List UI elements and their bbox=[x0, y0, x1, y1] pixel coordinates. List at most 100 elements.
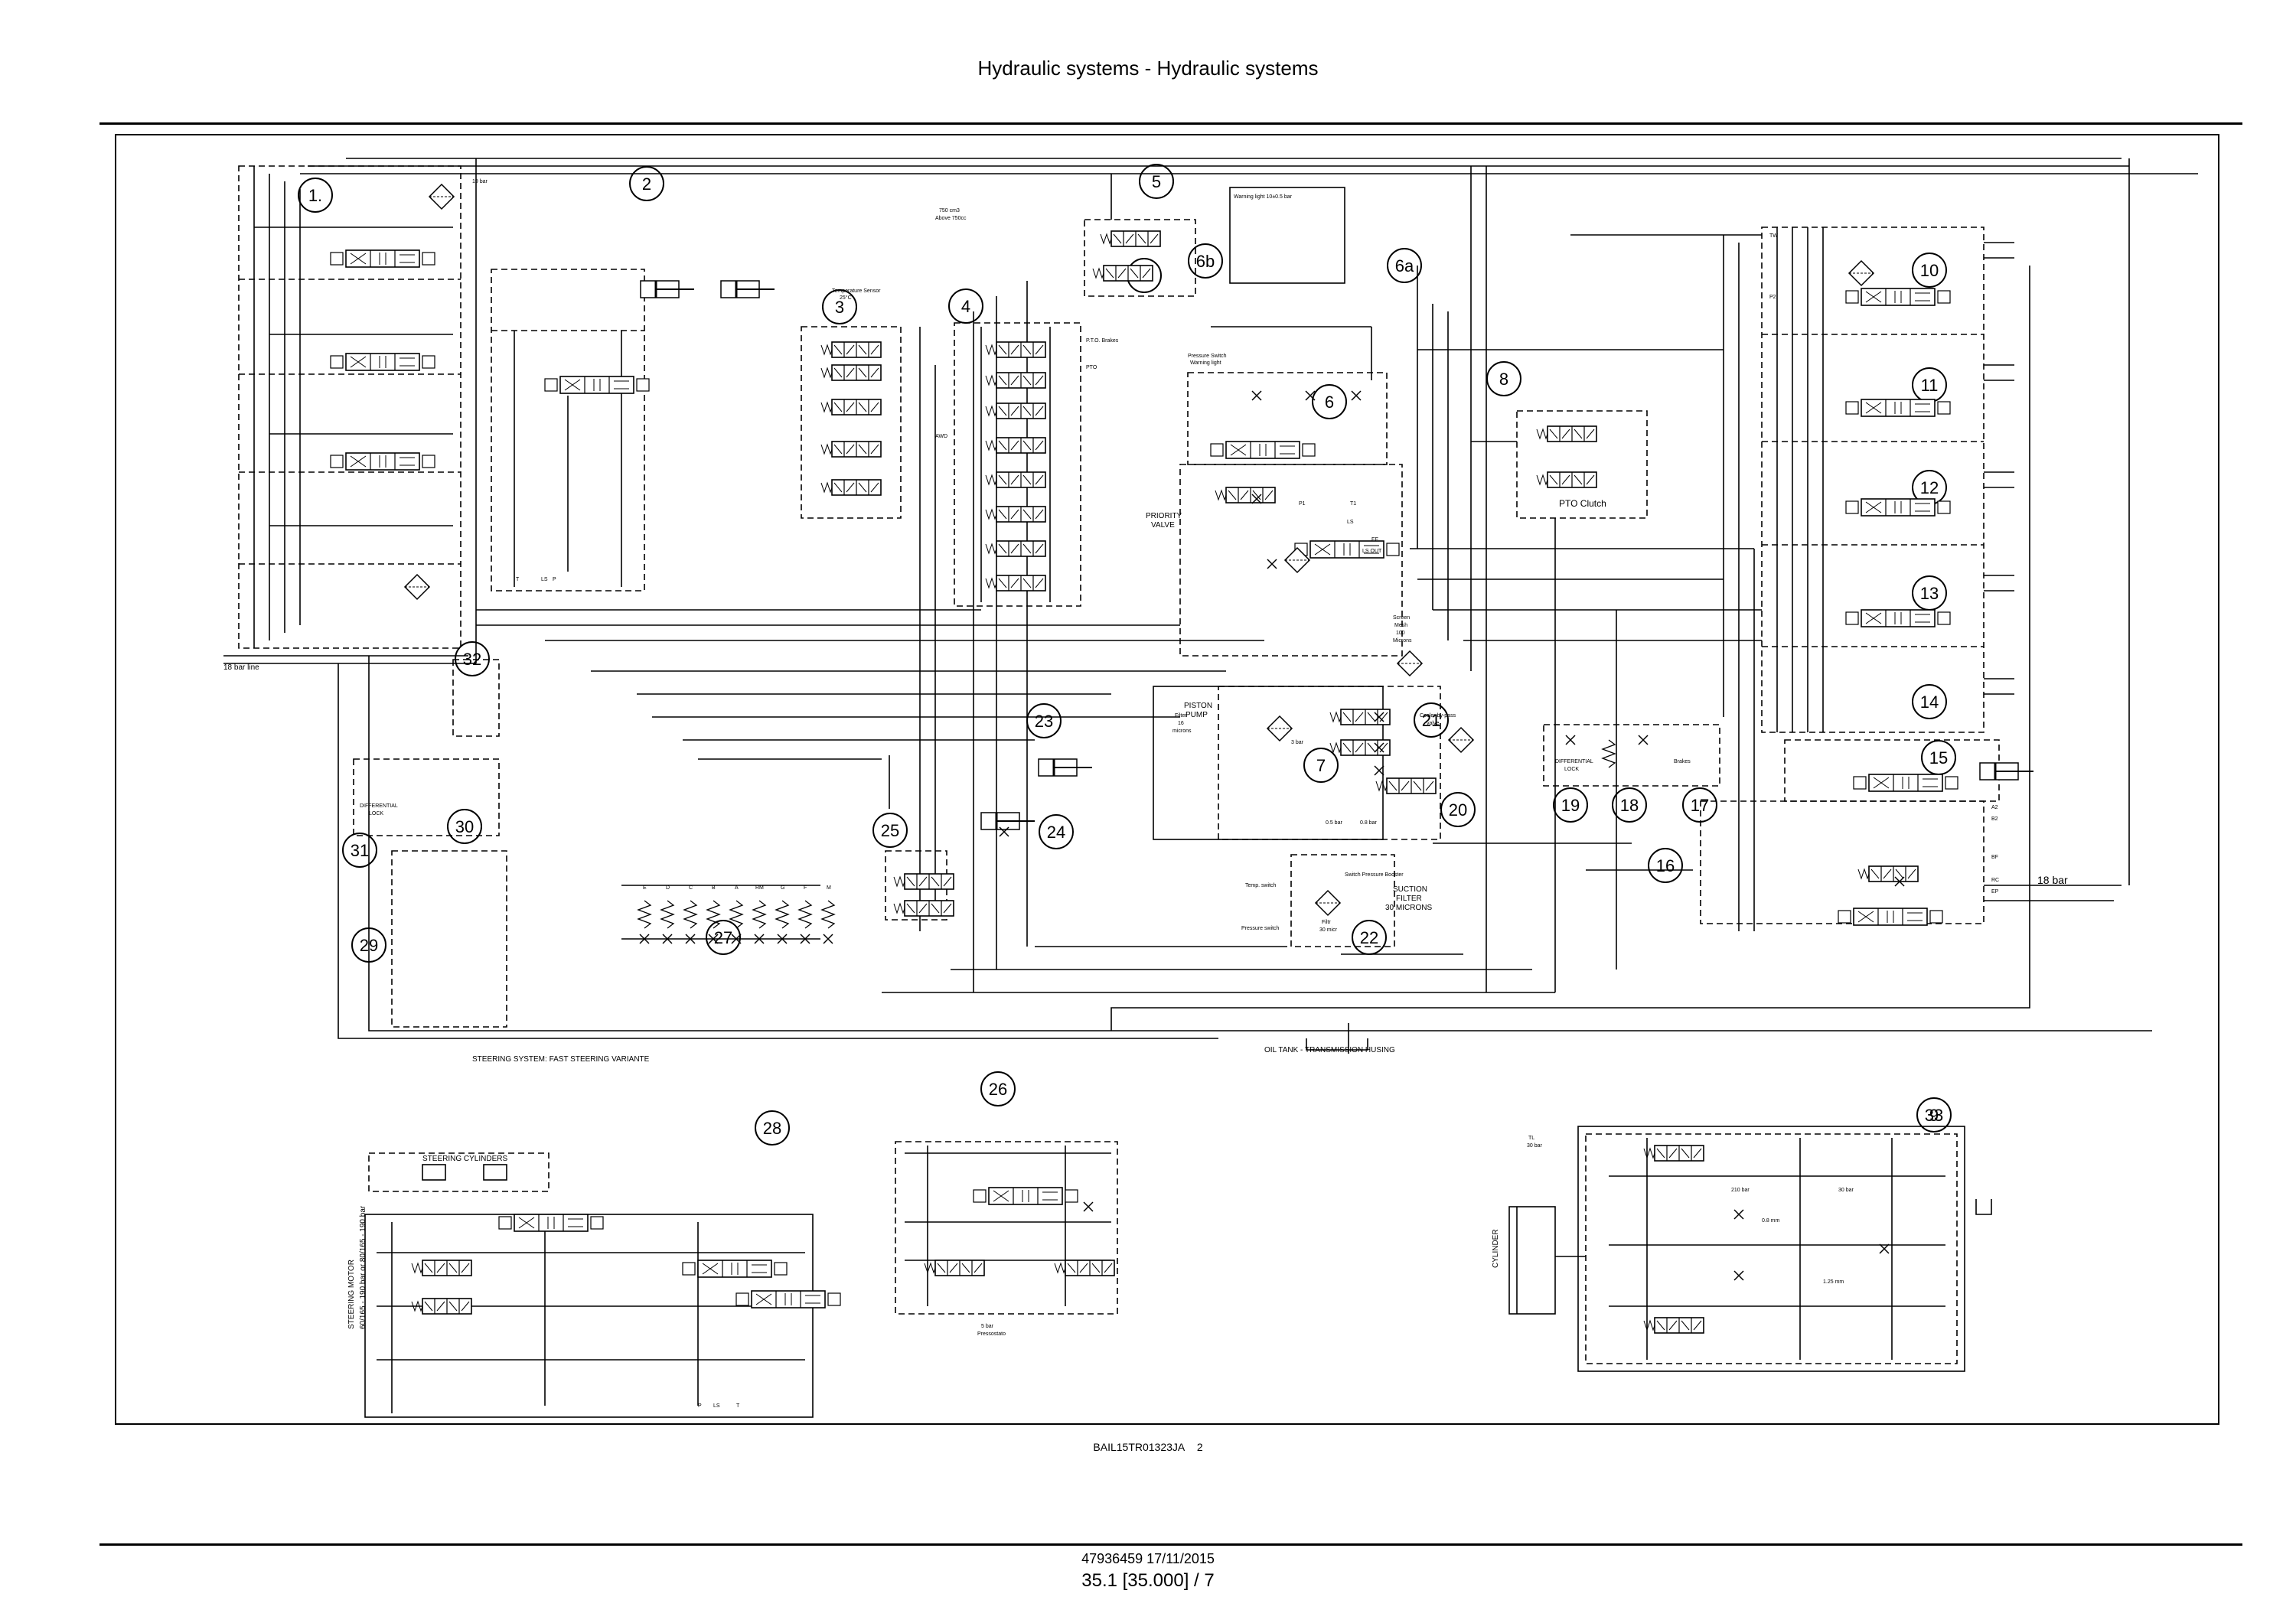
figure-caption: BAIL15TR01323JA 2 bbox=[0, 1441, 2296, 1453]
label-tank-above: Above 750cc bbox=[935, 216, 967, 221]
label-warning-light: Warning light bbox=[1190, 360, 1221, 366]
callout-20: 20 bbox=[1449, 800, 1467, 820]
label-screen: Screen bbox=[1393, 615, 1410, 621]
label-lock-2: LOCK bbox=[1564, 767, 1579, 772]
caption-code: BAIL15TR01323JA bbox=[1093, 1441, 1186, 1453]
label-pump: PUMP bbox=[1186, 711, 1208, 719]
callout-7: 7 bbox=[1316, 756, 1326, 775]
label-g: G bbox=[781, 885, 784, 891]
label-microns-3: microns bbox=[1172, 728, 1192, 734]
label-30-microns: 30 MICRONS bbox=[1385, 904, 1432, 912]
callout-numbers: 1. 2 3 4 5 6 6a 6b 7 8 9 10 11 12 13 14 … bbox=[308, 172, 1948, 1138]
label-30-bar: 30 bar bbox=[1527, 1143, 1543, 1149]
label-pto-brakes: P.T.O. Brakes bbox=[1086, 338, 1119, 344]
callout-21: 21 bbox=[1422, 711, 1440, 730]
label-t1: T1 bbox=[1350, 501, 1356, 507]
label-5-bar: 5 bar bbox=[981, 1324, 994, 1329]
label-t-lower: T bbox=[736, 1403, 740, 1409]
label-ls: LS bbox=[541, 577, 548, 582]
label-p: P bbox=[553, 577, 556, 582]
label-differential-2: DIFFERENTIAL bbox=[1555, 759, 1593, 764]
label-mesh-value: 100 bbox=[1396, 631, 1405, 636]
label-e: E bbox=[643, 885, 647, 891]
callout-1: 1. bbox=[308, 186, 322, 205]
label-c: C bbox=[689, 885, 693, 891]
label-temp-switch: Temp. switch bbox=[1245, 883, 1277, 888]
label-cooler: Cooler by-pass bbox=[1420, 713, 1456, 719]
label-0-8-bar: 0.8 bar bbox=[1360, 820, 1377, 826]
callout-4: 4 bbox=[961, 297, 970, 316]
callout-13: 13 bbox=[1920, 584, 1939, 603]
callout-25: 25 bbox=[881, 821, 899, 840]
label-suction: SUCTION bbox=[1393, 885, 1427, 894]
label-18-bar: 18 bar bbox=[2037, 874, 2068, 886]
label-p1: P1 bbox=[1299, 501, 1306, 507]
label-d: D bbox=[666, 885, 670, 891]
callout-28: 28 bbox=[763, 1119, 781, 1138]
label-b: B bbox=[712, 885, 716, 891]
callout-14: 14 bbox=[1920, 693, 1939, 712]
label-3-bar: 3 bar bbox=[1291, 740, 1304, 745]
label-pto-clutch: PTO Clutch bbox=[1559, 498, 1606, 509]
label-tl: TL bbox=[1528, 1136, 1534, 1141]
callout-6b: 6b bbox=[1196, 252, 1215, 271]
label-filter-small: Filter bbox=[1175, 713, 1187, 719]
callout-17: 17 bbox=[1691, 796, 1709, 815]
label-rm: RM bbox=[755, 885, 764, 891]
label-0-8-mm: 0.8 mm bbox=[1762, 1218, 1780, 1224]
label-temp-sensor: Temperature Sensor bbox=[832, 288, 881, 294]
label-b2: B2 bbox=[1991, 816, 1998, 822]
callout-31: 31 bbox=[351, 841, 369, 860]
label-brakes: Brakes bbox=[1674, 759, 1691, 764]
label-mesh: Mesh bbox=[1394, 623, 1407, 628]
callout-2: 2 bbox=[642, 174, 651, 194]
label-pressure-switch: Pressure Switch bbox=[1188, 354, 1227, 359]
callout-30: 30 bbox=[455, 817, 474, 836]
label-lock: LOCK bbox=[369, 811, 383, 816]
label-steering-motor: STEERING MOTOR bbox=[347, 1260, 356, 1329]
callout-bubbles bbox=[298, 164, 1956, 1146]
label-ls-out: LS OUT bbox=[1362, 549, 1382, 554]
label-valve: VALVE bbox=[1151, 521, 1175, 530]
label-valve-small: valve bbox=[1427, 721, 1439, 726]
label-awd: AWD bbox=[935, 434, 947, 439]
label-19-bar: 19 bar bbox=[472, 179, 488, 184]
callout-9: 9 bbox=[1929, 1106, 1939, 1125]
callout-33: 33 bbox=[1925, 1106, 1943, 1125]
callout-23: 23 bbox=[1035, 712, 1053, 731]
label-oil-tank: OIL TANK - TRANSMISSION HUSING bbox=[1264, 1046, 1395, 1054]
label-ep: EP bbox=[1991, 889, 1999, 895]
valve-symbols bbox=[330, 184, 2035, 1334]
label-tank-750: 750 cm3 bbox=[939, 208, 960, 213]
callout-19: 19 bbox=[1561, 796, 1580, 815]
footer-doc: 47936459 17/11/2015 bbox=[1081, 1551, 1215, 1566]
label-steering-variant: STEERING SYSTEM: FAST STEERING VARIANTE bbox=[472, 1055, 650, 1064]
label-p2: P2 bbox=[1769, 295, 1776, 300]
footer-page-ref: 35.1 [35.000] / 7 bbox=[1081, 1570, 1215, 1591]
callout-18: 18 bbox=[1620, 796, 1639, 815]
label-rc: RC bbox=[1991, 878, 1999, 883]
label-tw: TW bbox=[1769, 233, 1778, 239]
label-filter: FILTER bbox=[1396, 895, 1422, 903]
label-pressostato: Pressostato bbox=[977, 1331, 1006, 1337]
caption-figure: 2 bbox=[1196, 1441, 1203, 1453]
callout-8: 8 bbox=[1499, 370, 1508, 389]
callout-3: 3 bbox=[835, 298, 844, 317]
label-temp-value: 25°C bbox=[840, 295, 852, 301]
callout-15: 15 bbox=[1929, 748, 1948, 768]
label-pto: PTO bbox=[1086, 365, 1097, 370]
label-210-bar: 210 bar bbox=[1731, 1188, 1750, 1193]
label-bf: BF bbox=[1991, 855, 1998, 860]
label-p-lower: P bbox=[698, 1403, 702, 1409]
label-filter-value: 16 bbox=[1178, 721, 1184, 726]
label-t: T bbox=[516, 577, 520, 582]
diagram-frame: 1. 2 3 4 5 6 6a 6b 7 8 9 10 11 12 13 14 … bbox=[115, 134, 2219, 1425]
diagram-labels: 18 bar line PRIORITY VALVE PISTON PUMP P… bbox=[223, 179, 2068, 1409]
label-differential: DIFFERENTIAL bbox=[360, 803, 398, 809]
label-priority: PRIORITY bbox=[1146, 512, 1182, 520]
label-microns: Microns bbox=[1393, 638, 1412, 644]
page-title: Hydraulic systems - Hydraulic systems bbox=[977, 57, 1319, 80]
label-f: F bbox=[804, 885, 807, 891]
label-18-bar-line: 18 bar line bbox=[223, 663, 259, 672]
footer-rule bbox=[99, 1543, 2242, 1546]
